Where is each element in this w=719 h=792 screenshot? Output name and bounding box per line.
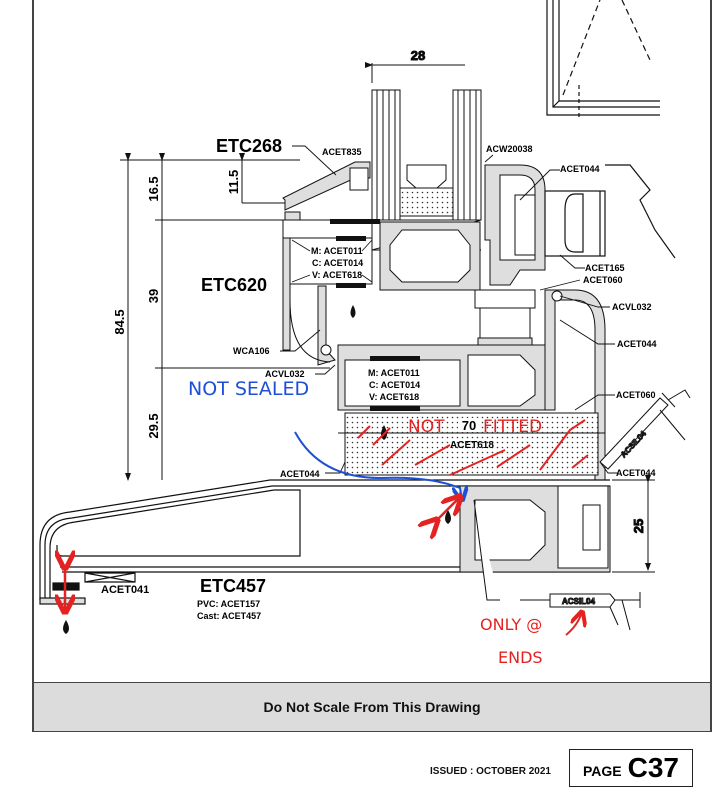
lower-gasket-blocks bbox=[370, 356, 420, 411]
sill-cast-label: Cast: ACET457 bbox=[197, 611, 261, 621]
acvl032-left-label: ACVL032 bbox=[265, 369, 305, 379]
callout-leaders bbox=[280, 145, 618, 474]
hatch-strikes bbox=[357, 419, 589, 476]
dim-left bbox=[120, 153, 330, 481]
dim-29-5-label: 29.5 bbox=[146, 413, 161, 438]
acet044-sill-left-label: ACET044 bbox=[280, 469, 320, 479]
upper-reinf-m: M: ACET011 bbox=[311, 246, 363, 256]
acet041-label: ACET041 bbox=[101, 584, 149, 596]
head-profile-label: ETC268 bbox=[216, 136, 282, 156]
dim-84-5-label: 84.5 bbox=[112, 309, 127, 334]
upper-gasket-blocks bbox=[330, 219, 380, 288]
upper-reinf-v: V: ACET618 bbox=[312, 270, 362, 280]
dim-28-label: 28 bbox=[411, 48, 425, 63]
water-drop-icon bbox=[63, 620, 69, 634]
issued-date: ISSUED : OCTOBER 2021 bbox=[430, 766, 551, 777]
drawing-frame bbox=[32, 0, 712, 732]
acet618-board-label: ACET618 bbox=[450, 440, 494, 451]
lower-reinforcement-box: M: ACET011 C: ACET014 V: ACET618 bbox=[368, 368, 420, 402]
upper-reinf-c: C: ACET014 bbox=[312, 258, 363, 268]
dim-11-5-label: 11.5 bbox=[226, 170, 241, 195]
not-sealed-note: NOT SEALED bbox=[188, 378, 309, 400]
outer-frame-profile bbox=[282, 211, 373, 366]
blue-flow-arrow bbox=[294, 431, 462, 500]
head-bead-profile bbox=[282, 161, 371, 211]
sash-profile-lower bbox=[337, 344, 546, 411]
acet060-right-label: ACET060 bbox=[616, 390, 656, 400]
dim-25: 25 bbox=[612, 475, 655, 573]
only-at-note: ONLY @ bbox=[480, 615, 542, 634]
right-frame-profile bbox=[484, 164, 606, 481]
acsil04-bottom-label: ACSIL04 bbox=[562, 597, 595, 606]
page-word: PAGE bbox=[582, 763, 622, 779]
lower-reinf-m: M: ACET011 bbox=[368, 368, 420, 378]
wca106-label: WCA106 bbox=[233, 346, 270, 356]
acet044-sill-right-label: ACET044 bbox=[616, 468, 656, 478]
lower-reinf-v: V: ACET618 bbox=[369, 392, 419, 402]
acet044-top-label: ACET044 bbox=[560, 164, 600, 174]
ends-note: ENDS bbox=[498, 648, 543, 667]
acet165-label: ACET165 bbox=[585, 263, 625, 273]
acet060-top-label: ACET060 bbox=[583, 275, 623, 285]
window-elevation bbox=[546, 0, 660, 120]
sill-right-section bbox=[459, 485, 611, 573]
not-fitted-note-a: NOT bbox=[408, 417, 445, 437]
red-gap-arrow bbox=[437, 497, 460, 520]
page-number-box: PAGE C37 bbox=[569, 749, 693, 787]
glass-unit bbox=[371, 89, 482, 251]
dim-70-label: 70 bbox=[462, 418, 476, 433]
acet044-right-label: ACET044 bbox=[617, 339, 657, 349]
do-not-scale-text: Do Not Scale From This Drawing bbox=[263, 699, 481, 715]
frame-profile-label: ETC620 bbox=[201, 275, 267, 295]
do-not-scale-banner: Do Not Scale From This Drawing bbox=[34, 682, 710, 731]
sill-pvc-label: PVC: ACET157 bbox=[197, 599, 260, 609]
lower-reinf-c: C: ACET014 bbox=[369, 380, 420, 390]
sealant-gun-icon: ACSIL04 bbox=[599, 389, 691, 470]
water-drop-icon bbox=[350, 305, 356, 318]
dim-39-label: 39 bbox=[146, 289, 161, 303]
sill-profile-label: ETC457 bbox=[200, 576, 266, 596]
page-number: C37 bbox=[627, 752, 679, 783]
sealant-gun-icon-bottom: ACSIL04 bbox=[473, 499, 641, 631]
handwritten-annotations: NOT SEALED NOT FITTED ONLY @ ENDS bbox=[65, 378, 589, 667]
dim-top-width: 28 bbox=[365, 48, 465, 83]
acvl032-right-label: ACVL032 bbox=[612, 302, 652, 312]
sash-profile-upper bbox=[379, 221, 481, 291]
dim-25-label: 25 bbox=[631, 519, 646, 533]
not-fitted-note-b: FITTED bbox=[483, 417, 542, 437]
red-pointer-arrow bbox=[565, 612, 582, 636]
acet835-label: ACET835 bbox=[322, 147, 362, 157]
handle bbox=[544, 164, 676, 259]
upper-reinforcement-box: M: ACET011 C: ACET014 V: ACET618 bbox=[291, 239, 373, 283]
dim-16-5-label: 16.5 bbox=[146, 176, 161, 201]
acw20038-label: ACW20038 bbox=[486, 144, 533, 154]
